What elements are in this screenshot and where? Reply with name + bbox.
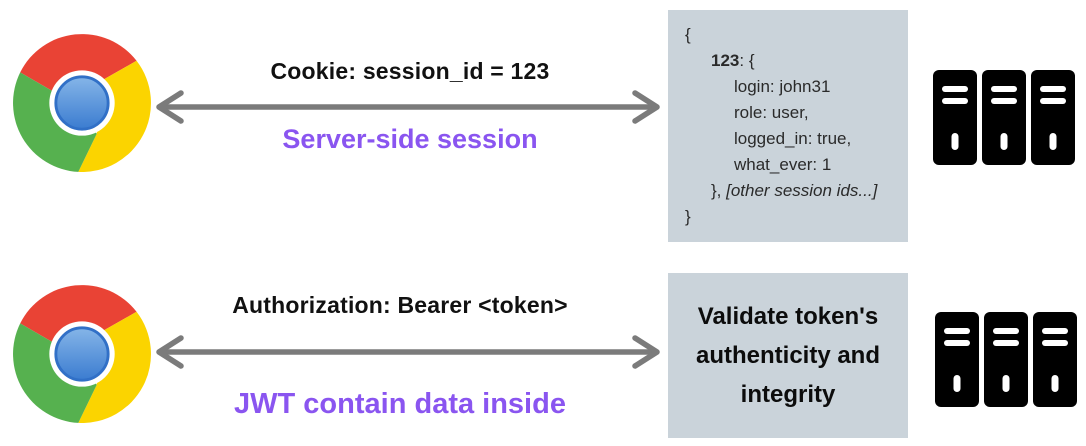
request-header-label: Cookie: session_id = 123 [270,58,550,84]
code-line: what_ever: 1 [734,155,832,174]
auth-mechanism-label: JWT contain data inside [234,388,566,420]
bidirectional-arrow-icon [156,90,660,124]
code-close-inner: }, [711,181,727,200]
auth-mechanism-label: Server-side session [282,124,538,154]
server-rack-icon [935,312,1077,407]
request-header-label: Authorization: Bearer <token> [232,292,568,318]
session-id-key: 123 [711,51,740,70]
code-line: logged_in: true, [734,129,852,148]
session-store-box: { 123: { login: john31 role: user, logge… [668,10,908,242]
token-validation-box: Validate token's authenticity and integr… [668,273,908,438]
code-separator: : { [739,51,755,70]
bidirectional-arrow-icon [156,335,660,369]
code-line: 123: { [685,48,908,74]
code-line: } [685,207,691,226]
other-session-ids-note: [other session ids...] [726,181,878,200]
server-rack-icon [933,70,1075,165]
code-line: login: john31 [734,77,831,96]
code-line: { [685,25,691,44]
chrome-browser-icon [13,34,151,172]
code-line: role: user, [734,103,809,122]
code-line: }, [other session ids...] [685,178,908,204]
chrome-browser-icon [13,285,151,423]
